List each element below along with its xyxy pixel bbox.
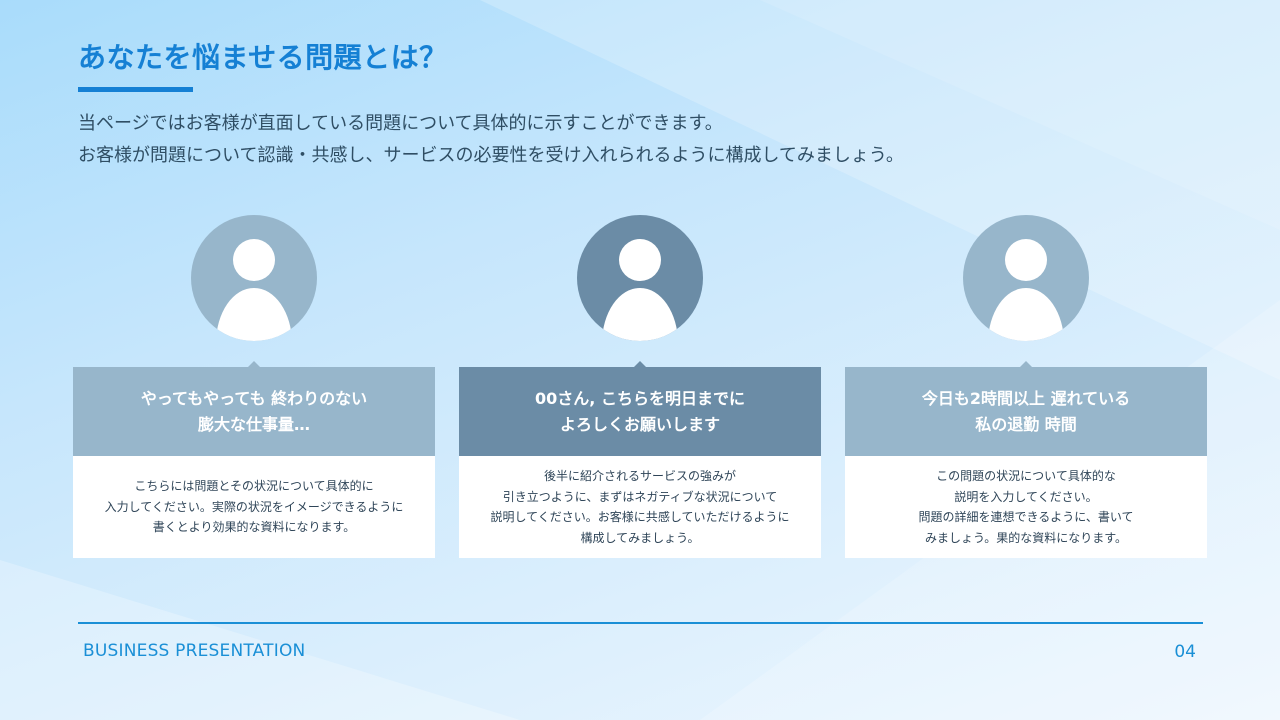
person-icon bbox=[577, 215, 703, 341]
description-line: 構成してみましょう。 bbox=[580, 530, 700, 545]
heading-line: 私の退勤 時間 bbox=[975, 414, 1077, 434]
page-title: あなたを悩ませる問題とは？ bbox=[78, 41, 448, 74]
problem-card-2: 00さん, こちらを明日までに よろしくお願いします 後半に紹介されるサービスの… bbox=[459, 215, 821, 558]
problem-description-2: 後半に紹介されるサービスの強みが 引き立つように、まずはネガティブな状況について… bbox=[459, 456, 821, 558]
description-line: 説明を入力してください。 bbox=[954, 489, 1098, 504]
avatar-body bbox=[988, 288, 1064, 341]
description-line: 入力してください。実際の状況をイメージできるように bbox=[104, 499, 404, 514]
avatar-head bbox=[619, 239, 661, 281]
lead-line-2: お客様が問題について認識・共感し、サービスの必要性を受け入れられるように構成して… bbox=[78, 145, 904, 166]
description-line: 後半に紹介されるサービスの強みが bbox=[543, 469, 736, 483]
heading-line: 00さん, こちらを明日までに bbox=[535, 388, 745, 408]
description-line: 問題の詳細を連想できるように、書いて bbox=[918, 510, 1134, 524]
problem-heading-1: やってもやっても 終わりのない 膨大な仕事量… bbox=[73, 361, 435, 456]
problem-cards: やってもやっても 終わりのない 膨大な仕事量… こちらには問題とその状況について… bbox=[73, 215, 1207, 560]
problem-description-3: この問題の状況について具体的な 説明を入力してください。 問題の詳細を連想できる… bbox=[845, 456, 1207, 558]
problem-card-1: やってもやっても 終わりのない 膨大な仕事量… こちらには問題とその状況について… bbox=[73, 215, 435, 558]
description-line: こちらには問題とその状況について具体的に bbox=[134, 479, 374, 494]
description-line: 説明してください。お客様に共感していただけるように bbox=[490, 510, 790, 524]
heading-line: やってもやっても 終わりのない bbox=[140, 388, 368, 408]
heading-line: 今日も2時間以上 遅れている bbox=[921, 388, 1131, 408]
heading-line: 膨大な仕事量… bbox=[197, 414, 310, 434]
lead-line-1: 当ページではお客様が直面している問題について具体的に示すことができます。 bbox=[78, 113, 723, 134]
person-icon bbox=[191, 215, 317, 341]
description-line: 引き立つように、まずはネガティブな状況について bbox=[502, 489, 778, 504]
description-line: この問題の状況について具体的な bbox=[936, 469, 1116, 483]
lead-text: 当ページではお客様が直面している問題について具体的に示すことができます。 お客様… bbox=[78, 108, 1078, 172]
problem-heading-3: 今日も2時間以上 遅れている 私の退勤 時間 bbox=[845, 361, 1207, 456]
problem-card-3: 今日も2時間以上 遅れている 私の退勤 時間 この問題の状況について具体的な 説… bbox=[845, 215, 1207, 558]
avatar-body bbox=[216, 288, 292, 341]
person-icon bbox=[963, 215, 1089, 341]
avatar-head bbox=[233, 239, 275, 281]
problem-heading-2: 00さん, こちらを明日までに よろしくお願いします bbox=[459, 361, 821, 456]
title-underline bbox=[78, 87, 193, 92]
footer-label: BUSINESS PRESENTATION bbox=[83, 641, 306, 661]
description-line: 書くとより効果的な資料になります。 bbox=[152, 520, 356, 535]
heading-line: よろしくお願いします bbox=[559, 414, 720, 434]
footer-divider bbox=[78, 622, 1203, 624]
avatar-body bbox=[602, 288, 678, 341]
description-line: みましょう。果的な資料になります。 bbox=[924, 530, 1128, 545]
problem-description-1: こちらには問題とその状況について具体的に 入力してください。実際の状況をイメージ… bbox=[73, 456, 435, 558]
avatar-head bbox=[1005, 239, 1047, 281]
page-number: 04 bbox=[1174, 642, 1196, 662]
